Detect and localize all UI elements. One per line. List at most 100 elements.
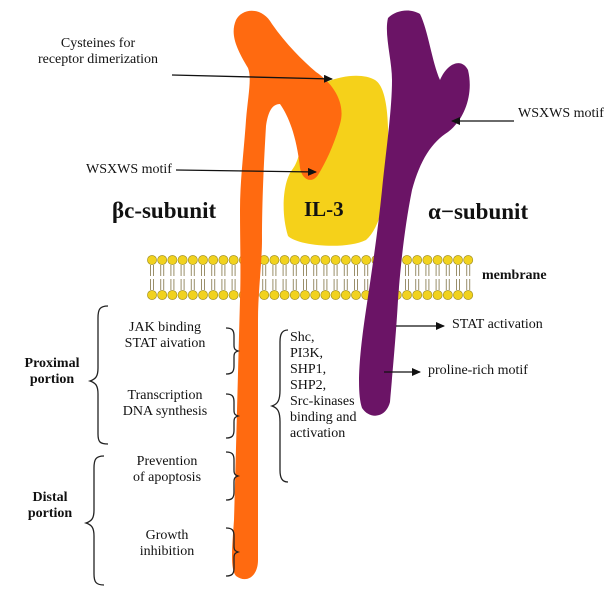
lipid-head-upper [423, 255, 432, 264]
lipid-tail-upper [436, 265, 439, 276]
lipid-tail-lower [436, 279, 439, 290]
lipid-head-upper [362, 255, 371, 264]
lipid-head-lower [290, 290, 299, 299]
transcription-line-1: Transcription [106, 388, 224, 404]
lipid-tail-upper [232, 265, 235, 276]
wsxws-motif-alpha-label: WSXWS motif [518, 106, 604, 122]
lipid-tail-lower [232, 279, 235, 290]
proximal-line-1: Proximal [14, 356, 90, 372]
lipid-head-upper [321, 255, 330, 264]
lipid-tail-upper [406, 265, 409, 276]
lipid-head-lower [188, 290, 197, 299]
lipid-tail-upper [467, 265, 470, 276]
lipid-tail-lower [191, 279, 194, 290]
prevention-apoptosis-label: Prevention of apoptosis [110, 454, 224, 486]
lipid-tail-lower [365, 279, 368, 290]
jak-line-1: JAK binding [106, 320, 224, 336]
lipid-head-upper [219, 255, 228, 264]
lipid-tail-upper [416, 265, 419, 276]
lipid-head-upper [290, 255, 299, 264]
lipid-head-lower [219, 290, 228, 299]
lipid-head-lower [341, 290, 350, 299]
membrane-bilayer [147, 255, 472, 299]
beta-subunit-label: βc-subunit [112, 198, 216, 224]
lipid-tail-upper [426, 265, 429, 276]
lipid-tail-upper [314, 265, 317, 276]
lipid-tail-upper [304, 265, 307, 276]
lipid-tail-lower [446, 279, 449, 290]
lipid-head-upper [229, 255, 238, 264]
lipid-head-upper [270, 255, 279, 264]
transcription-label: Transcription DNA synthesis [106, 388, 224, 420]
distal-portion-label: Distal portion [12, 490, 88, 522]
lipid-tail-lower [467, 279, 470, 290]
lipid-head-lower [413, 290, 422, 299]
lipid-head-lower [280, 290, 289, 299]
lipid-head-upper [402, 255, 411, 264]
lipid-tail-lower [151, 279, 154, 290]
lipid-tail-upper [191, 265, 194, 276]
lipid-head-lower [423, 290, 432, 299]
lipid-head-lower [260, 290, 269, 299]
lipid-head-upper [280, 255, 289, 264]
lipid-head-lower [331, 290, 340, 299]
lipid-head-lower [209, 290, 218, 299]
cysteines-label: Cysteines for receptor dimerization [34, 36, 162, 68]
signaling-molecules-label: Shc, PI3K, SHP1, SHP2, Src-kinases bindi… [290, 330, 357, 442]
lipid-head-upper [178, 255, 187, 264]
lipid-head-upper [158, 255, 167, 264]
lipid-tail-lower [222, 279, 225, 290]
lipid-tail-upper [181, 265, 184, 276]
lipid-head-upper [351, 255, 360, 264]
lipid-tail-lower [355, 279, 358, 290]
lipid-head-lower [464, 290, 473, 299]
stat-activation-label: STAT activation [452, 317, 543, 333]
lipid-head-upper [331, 255, 340, 264]
growth-inhibition-label: Growth inhibition [110, 528, 224, 560]
lipid-tail-upper [171, 265, 174, 276]
lipid-tail-lower [304, 279, 307, 290]
lipid-head-upper [443, 255, 452, 264]
signaling-line-6: binding and [290, 410, 357, 426]
lipid-tail-lower [416, 279, 419, 290]
wsxws-motif-beta-label: WSXWS motif [86, 162, 172, 178]
lipid-head-lower [229, 290, 238, 299]
lipid-tail-upper [324, 265, 327, 276]
lipid-head-lower [351, 290, 360, 299]
lipid-head-lower [443, 290, 452, 299]
lipid-tail-upper [457, 265, 460, 276]
lipid-head-lower [147, 290, 156, 299]
lipid-tail-lower [181, 279, 184, 290]
growth-line-2: inhibition [110, 544, 224, 560]
lipid-head-lower [270, 290, 279, 299]
proline-rich-motif-label: proline-rich motif [428, 363, 528, 379]
lipid-tail-upper [273, 265, 276, 276]
jak-line-2: STAT aivation [106, 336, 224, 352]
lipid-tail-lower [171, 279, 174, 290]
lipid-head-lower [321, 290, 330, 299]
lipid-head-lower [158, 290, 167, 299]
lipid-tail-lower [426, 279, 429, 290]
lipid-tail-upper [365, 265, 368, 276]
membrane-label: membrane [482, 268, 547, 284]
lipid-tail-lower [457, 279, 460, 290]
lipid-tail-lower [314, 279, 317, 290]
lipid-tail-lower [212, 279, 215, 290]
lipid-tail-upper [151, 265, 154, 276]
lipid-tail-upper [293, 265, 296, 276]
lipid-head-upper [147, 255, 156, 264]
lipid-tail-lower [263, 279, 266, 290]
cysteines-line-1: Cysteines for [34, 36, 162, 52]
distal-line-2: portion [12, 506, 88, 522]
il3-label: IL-3 [304, 196, 344, 222]
signaling-line-7: activation [290, 426, 357, 442]
lipid-head-upper [413, 255, 422, 264]
lipid-head-upper [198, 255, 207, 264]
lipid-head-upper [300, 255, 309, 264]
growth-line-1: Growth [110, 528, 224, 544]
lipid-head-lower [178, 290, 187, 299]
lipid-head-upper [464, 255, 473, 264]
alpha-subunit-label: α−subunit [428, 199, 528, 225]
lipid-tail-lower [202, 279, 205, 290]
lipid-tail-upper [202, 265, 205, 276]
